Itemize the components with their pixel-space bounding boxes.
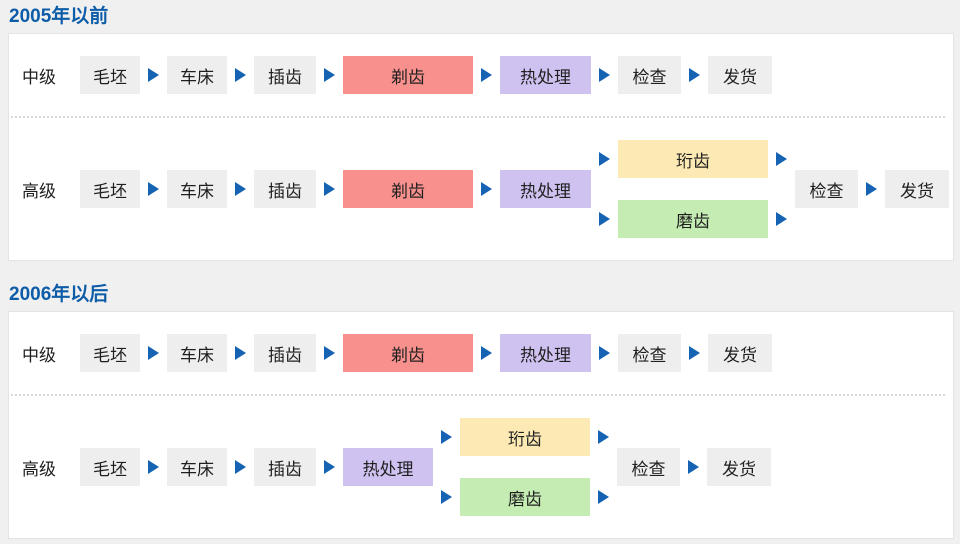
arrow-right-icon xyxy=(148,460,159,474)
step-box-gear-shaping: 插齿 xyxy=(254,334,316,372)
arrow-right-icon xyxy=(324,460,335,474)
row-level-label: 高级 xyxy=(22,459,56,479)
arrow-right-icon xyxy=(598,430,609,444)
step-box-shipping: 发货 xyxy=(708,334,772,372)
step-box-blank: 毛坯 xyxy=(80,56,140,94)
arrow-right-icon xyxy=(235,460,246,474)
flow-row-advanced: 高级 毛坯车床插齿热处理珩齿磨齿检查发货 xyxy=(9,418,953,516)
arrow-right-icon xyxy=(481,68,492,82)
step-box-inspection: 检查 xyxy=(618,56,681,94)
step-box-inspection: 检查 xyxy=(617,448,680,486)
arrow-right-icon xyxy=(235,68,246,82)
section-title: 2006年以后 xyxy=(9,284,109,305)
arrow-right-icon xyxy=(481,346,492,360)
flow-row-advanced: 高级 毛坯车床插齿剃齿热处理珩齿磨齿检查发货 xyxy=(9,140,953,238)
arrow-right-icon xyxy=(324,182,335,196)
arrow-right-icon xyxy=(324,68,335,82)
step-box-shipping: 发货 xyxy=(708,56,772,94)
arrow-right-icon xyxy=(599,152,610,166)
flow-row-intermediate: 中级 毛坯车床插齿剃齿热处理检查发货 xyxy=(9,334,953,372)
row-level-label: 高级 xyxy=(22,181,56,201)
step-box-shipping: 发货 xyxy=(707,448,771,486)
flow-panel: 中级毛坯车床插齿剃齿热处理检查发货高级毛坯车床插齿剃齿热处理珩齿磨齿检查发货 xyxy=(8,33,954,261)
branch-line-gear-grinding: 磨齿 xyxy=(441,478,609,516)
step-box-lathe: 车床 xyxy=(167,170,227,208)
section-after-2006: 2006年以后中级毛坯车床插齿剃齿热处理检查发货高级毛坯车床插齿热处理珩齿磨齿检… xyxy=(0,261,960,539)
section-title: 2005年以前 xyxy=(9,6,109,27)
branch-line-gear-grinding: 磨齿 xyxy=(599,200,787,238)
arrow-right-icon xyxy=(599,346,610,360)
row-level-label: 中级 xyxy=(22,67,56,87)
arrow-right-icon xyxy=(324,346,335,360)
step-box-lathe: 车床 xyxy=(167,56,227,94)
branch-group: 珩齿磨齿 xyxy=(441,418,609,516)
step-box-gear-shaping: 插齿 xyxy=(254,170,316,208)
step-box-gear-grinding: 磨齿 xyxy=(618,200,768,238)
dotted-separator xyxy=(11,394,945,396)
arrow-right-icon xyxy=(441,490,452,504)
arrow-right-icon xyxy=(689,346,700,360)
arrow-right-icon xyxy=(599,68,610,82)
dotted-separator xyxy=(11,116,945,118)
step-box-gear-shaping: 插齿 xyxy=(254,448,316,486)
step-box-lathe: 车床 xyxy=(167,448,227,486)
step-box-heat-treatment: 热处理 xyxy=(500,334,591,372)
step-box-blank: 毛坯 xyxy=(80,334,140,372)
arrow-right-icon xyxy=(148,68,159,82)
arrow-right-icon xyxy=(148,182,159,196)
section-before-2005: 2005年以前中级毛坯车床插齿剃齿热处理检查发货高级毛坯车床插齿剃齿热处理珩齿磨… xyxy=(0,0,960,261)
arrow-right-icon xyxy=(689,68,700,82)
arrow-right-icon xyxy=(441,430,452,444)
arrow-right-icon xyxy=(598,490,609,504)
step-box-heat-treatment: 热处理 xyxy=(343,448,433,486)
branch-group: 珩齿磨齿 xyxy=(599,140,787,238)
flow-panel: 中级毛坯车床插齿剃齿热处理检查发货高级毛坯车床插齿热处理珩齿磨齿检查发货 xyxy=(8,311,954,539)
arrow-right-icon xyxy=(148,346,159,360)
step-box-gear-grinding: 磨齿 xyxy=(460,478,590,516)
step-box-gear-shaving: 剃齿 xyxy=(343,170,473,208)
step-box-gear-shaving: 剃齿 xyxy=(343,334,473,372)
step-box-gear-shaping: 插齿 xyxy=(254,56,316,94)
arrow-right-icon xyxy=(688,460,699,474)
step-box-blank: 毛坯 xyxy=(80,170,140,208)
step-box-lathe: 车床 xyxy=(167,334,227,372)
step-box-heat-treatment: 热处理 xyxy=(500,170,591,208)
step-box-blank: 毛坯 xyxy=(80,448,140,486)
step-box-gear-honing: 珩齿 xyxy=(618,140,768,178)
step-box-inspection: 检查 xyxy=(618,334,681,372)
arrow-right-icon xyxy=(776,152,787,166)
branch-line-gear-honing: 珩齿 xyxy=(599,140,787,178)
arrow-right-icon xyxy=(776,212,787,226)
arrow-right-icon xyxy=(235,346,246,360)
step-box-heat-treatment: 热处理 xyxy=(500,56,591,94)
step-box-gear-honing: 珩齿 xyxy=(460,418,590,456)
step-box-gear-shaving: 剃齿 xyxy=(343,56,473,94)
step-box-inspection: 检查 xyxy=(795,170,858,208)
row-level-label: 中级 xyxy=(22,345,56,365)
arrow-right-icon xyxy=(481,182,492,196)
arrow-right-icon xyxy=(599,212,610,226)
branch-line-gear-honing: 珩齿 xyxy=(441,418,609,456)
step-box-shipping: 发货 xyxy=(885,170,949,208)
arrow-right-icon xyxy=(235,182,246,196)
flow-row-intermediate: 中级 毛坯车床插齿剃齿热处理检查发货 xyxy=(9,56,953,94)
arrow-right-icon xyxy=(866,182,877,196)
